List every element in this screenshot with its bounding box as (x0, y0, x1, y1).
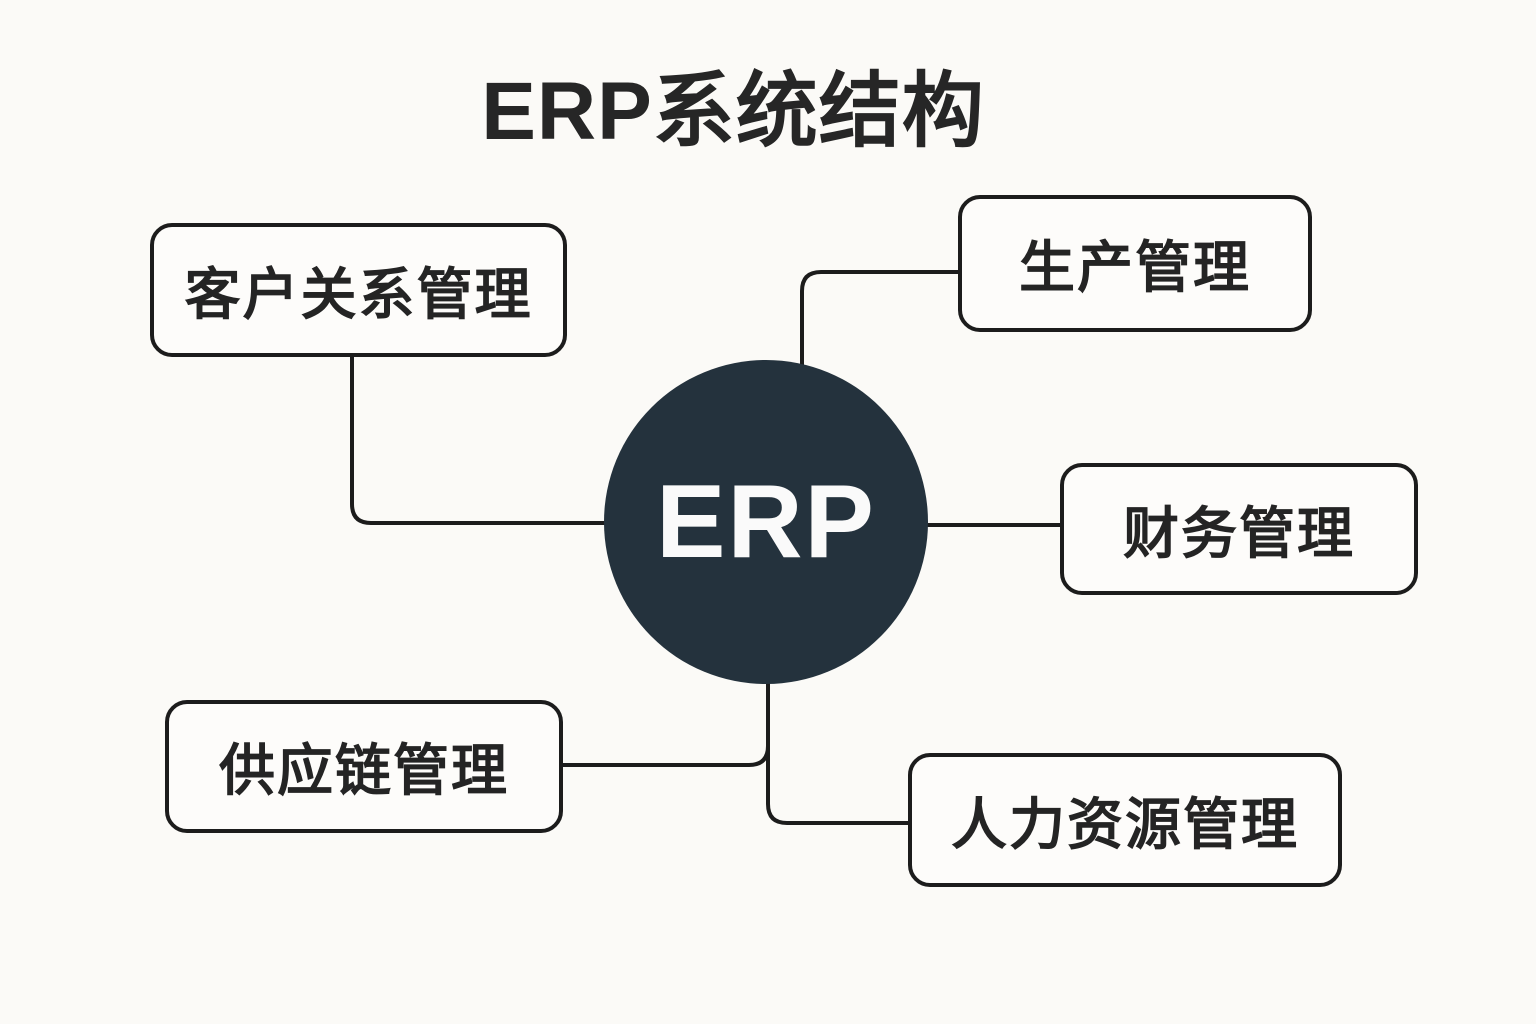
node-label-finance: 财务管理 (1123, 501, 1355, 565)
connector-production (800, 270, 960, 366)
node-label-crm: 客户关系管理 (184, 262, 533, 326)
node-label-production: 生产管理 (1019, 236, 1251, 299)
node-supply-chain-management: 供应链管理 (165, 700, 563, 833)
node-label-supply-chain: 供应链管理 (219, 739, 509, 802)
node-human-resources-management: 人力资源管理 (908, 753, 1342, 887)
erp-center-label: ERP (656, 463, 876, 580)
node-production-management: 生产管理 (958, 195, 1312, 332)
node-customer-relationship-management: 客户关系管理 (150, 223, 567, 357)
node-label-hr: 人力资源管理 (951, 792, 1299, 856)
node-finance-management: 财务管理 (1060, 463, 1418, 595)
erp-center-node: ERP (604, 360, 928, 684)
diagram-title: ERP系统结构 (481, 66, 985, 157)
connector-crm (350, 357, 606, 525)
connector-supply-chain (563, 745, 770, 767)
connector-hr (766, 678, 910, 825)
